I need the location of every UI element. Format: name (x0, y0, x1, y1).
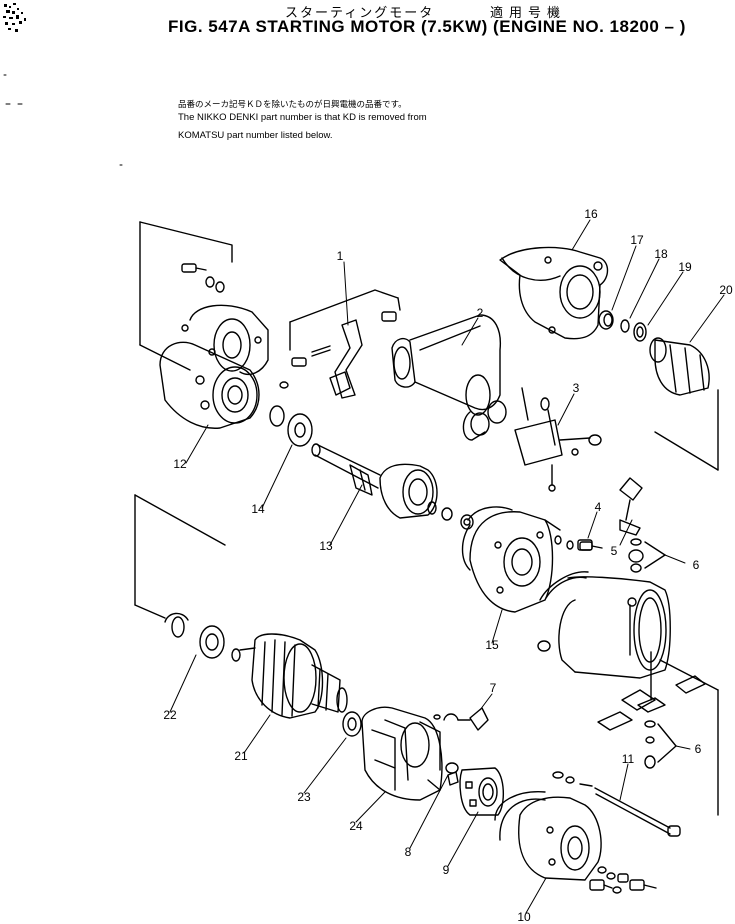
part-12-small-pin (279, 381, 289, 389)
callout-6-lower: 6 (694, 742, 702, 756)
callout-5: 5 (610, 544, 618, 558)
figure-title: FIG. 547A STARTING MOTOR (7.5KW) (ENGINE… (168, 17, 686, 36)
callout-9: 9 (442, 863, 450, 877)
japanese-title: スターティングモータ (285, 6, 435, 21)
part-1-shift-lever (289, 289, 401, 399)
part-6-nuts-lower (644, 720, 677, 769)
part-10-rear-cover (494, 791, 602, 881)
part-18-washer (620, 319, 630, 333)
part-23-bearing (342, 711, 362, 737)
callout-10: 10 (517, 910, 531, 924)
part-6-nuts-upper (628, 538, 666, 573)
part-8-brush-spring (445, 762, 459, 786)
part-14-bearing (269, 405, 313, 447)
part-19-washer (633, 322, 647, 342)
scan-specks (3, 74, 123, 166)
callout-14: 14 (251, 502, 265, 516)
callout-22: 22 (163, 708, 177, 722)
callout-21: 21 (234, 749, 248, 763)
part-12-drive-housing (159, 304, 269, 429)
callout-18: 18 (654, 247, 668, 261)
part-10-fasteners (589, 866, 657, 894)
callout-8: 8 (404, 845, 412, 859)
callout-2: 2 (476, 306, 484, 320)
insulator-plates (597, 651, 706, 731)
part-22-bearing (164, 612, 225, 659)
part-21-armature (231, 633, 348, 719)
callout-16: 16 (584, 207, 598, 221)
callout-24: 24 (349, 819, 363, 833)
note-line-2: KOMATSU part number listed below. (178, 130, 333, 141)
part-13-pinion-shaft (311, 443, 438, 519)
callout-17: 17 (630, 233, 644, 247)
bracket-upper-left (139, 221, 233, 371)
part-11-through-bolt (552, 771, 681, 837)
japanese-applicability-label: 適用号機 (490, 6, 567, 21)
callout-12: 12 (173, 457, 187, 471)
callout-7: 7 (489, 681, 497, 695)
part-9-brush-plate (459, 767, 504, 816)
callout-11: 11 (621, 752, 635, 766)
callout-13: 13 (319, 539, 333, 553)
part-7-spring-terminal (433, 707, 489, 731)
note-line-1: The NIKKO DENKI part number is that KD i… (178, 112, 427, 123)
bracket-lower-left (134, 494, 226, 619)
yoke-frame (558, 576, 671, 679)
callout-19: 19 (678, 260, 692, 274)
bracket-right-lower (659, 659, 719, 816)
scan-stamp (3, 3, 26, 32)
part-2-magnetic-switch (391, 314, 507, 441)
part-4-bolt (577, 539, 593, 551)
bracket-upper-right (654, 389, 719, 471)
part-3-terminal-assembly (514, 387, 602, 492)
part-15-gasket-rings (467, 506, 589, 601)
callout-23: 23 (297, 790, 311, 804)
callout-20: 20 (719, 283, 733, 297)
part-5-terminal (619, 477, 643, 536)
callout-6-upper: 6 (692, 558, 700, 572)
callout-1: 1 (336, 249, 344, 263)
part-12-bolt-washers (181, 263, 225, 293)
part-16-end-housing (499, 246, 609, 340)
note-japanese: 品番のメーカ記号ＫＤを除いたものが日興電機の品番です。 (178, 100, 407, 110)
leader-lines (169, 219, 725, 914)
part-24-brush-holder (361, 706, 443, 801)
part-17-bush (598, 310, 614, 330)
callout-4: 4 (594, 500, 602, 514)
part-13-washers (427, 501, 474, 530)
part-20-pinion (649, 337, 710, 396)
callout-15: 15 (485, 638, 499, 652)
callout-3: 3 (572, 381, 580, 395)
part-15-center-bracket (461, 511, 561, 613)
